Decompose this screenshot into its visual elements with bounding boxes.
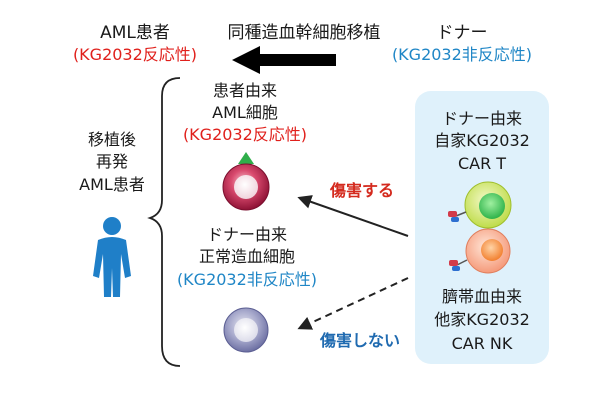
damage-label: 傷害する <box>329 181 394 200</box>
aml-cell-status: (KG2032反応性) <box>183 125 307 144</box>
damage-arrow <box>297 195 409 237</box>
transplant-label: 同種造血幹細胞移植 <box>228 22 381 43</box>
normal-cell-line2: 正常造血細胞 <box>199 247 295 266</box>
patient-line2: 再発 <box>96 152 128 171</box>
no-damage-arrow <box>297 277 409 330</box>
patient-line1: 移植後 <box>88 130 136 149</box>
patient-line3: AML患者 <box>79 175 145 194</box>
group-brace <box>147 77 181 367</box>
normal-cell-line1: ドナー由来 <box>207 225 287 244</box>
car-nk-line2: 他家KG2032 <box>434 310 530 329</box>
car-nk-line3: CAR NK <box>452 334 513 353</box>
donor-label: ドナー <box>437 23 488 43</box>
human-figure-icon <box>93 217 131 297</box>
no-damage-label: 傷害しない <box>319 331 400 350</box>
aml-cell-line2: AML細胞 <box>212 103 278 122</box>
car-t-line1: ドナー由来 <box>442 109 522 128</box>
car-t-line2: 自家KG2032 <box>434 131 530 150</box>
car-t-cell-icon <box>448 181 512 229</box>
car-nk-cell-icon <box>449 228 511 274</box>
normal-cell-icon <box>223 307 269 353</box>
transplant-arrow <box>232 46 336 74</box>
recipient-label: AML患者 <box>100 23 170 43</box>
aml-cell-line1: 患者由来 <box>213 81 277 100</box>
aml-cell-icon <box>222 152 270 211</box>
car-t-line3: CAR T <box>458 154 506 173</box>
car-t-receptor-icon <box>448 211 467 222</box>
car-nk-line1: 臍帯血由来 <box>442 287 522 306</box>
normal-cell-status: (KG2032非反応性) <box>177 270 317 289</box>
car-nk-receptor-icon <box>449 259 468 271</box>
recipient-status: (KG2032反応性) <box>73 45 197 64</box>
donor-status: (KG2032非反応性) <box>392 45 532 64</box>
